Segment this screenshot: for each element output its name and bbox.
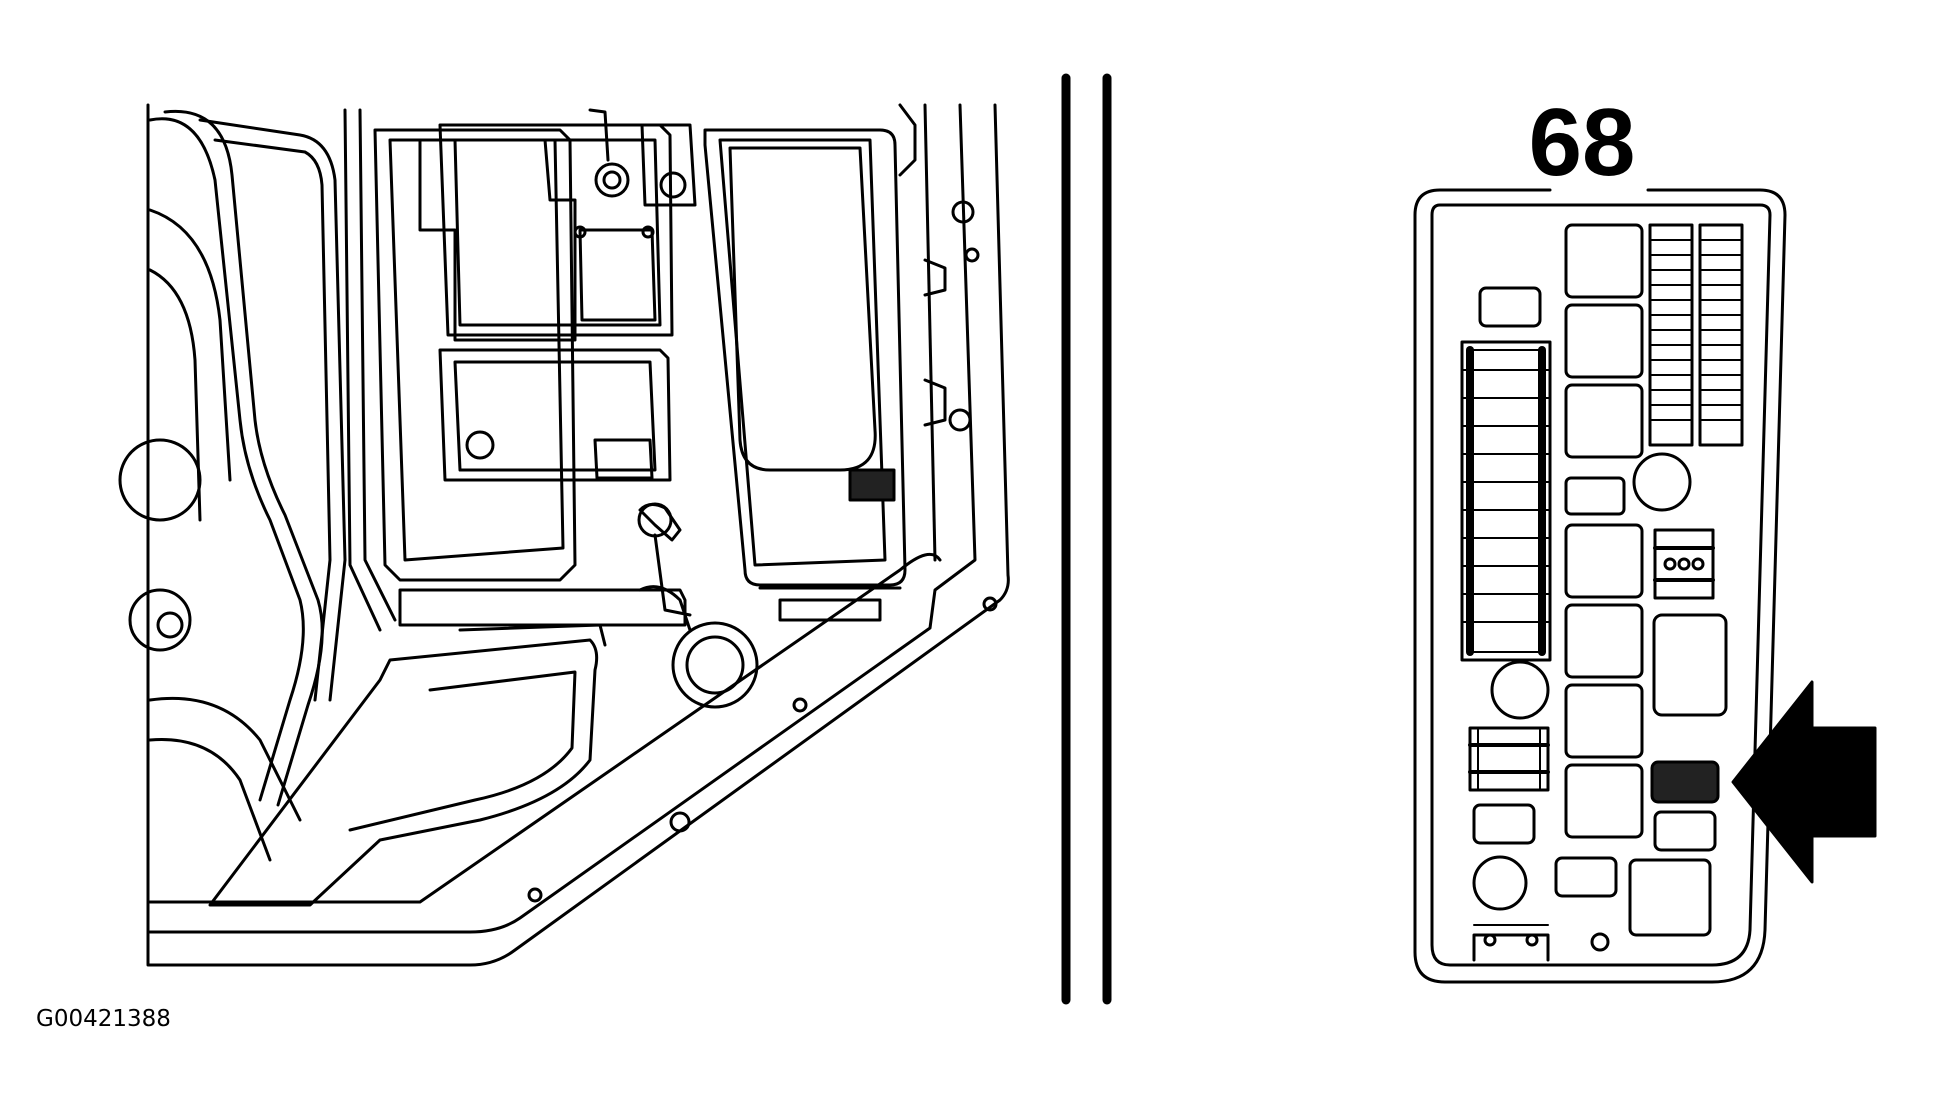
- highlighted-fuse: [1652, 762, 1718, 802]
- round-cap: [1634, 454, 1690, 510]
- arrow-left-icon: [1733, 682, 1875, 882]
- flange-hole: [950, 410, 970, 430]
- round-cap: [1474, 857, 1526, 909]
- fuse-block-layout: [1415, 190, 1785, 982]
- diode-block: [1655, 530, 1713, 598]
- air-duct: [210, 625, 605, 905]
- small-hole: [1592, 934, 1608, 950]
- relay: [1566, 765, 1642, 837]
- fuse: [1566, 478, 1624, 514]
- battery-housing: [375, 125, 685, 625]
- fuse-box: [705, 130, 905, 620]
- relay: [1630, 860, 1710, 935]
- fender-inner-edge: [150, 105, 975, 932]
- fuse: [1556, 858, 1616, 896]
- double-vertical-rule: [1066, 78, 1107, 1000]
- fuse: [1480, 288, 1540, 326]
- top-connectors: [590, 105, 945, 425]
- frame-flange: [150, 554, 940, 902]
- fuse-strip-left: [1462, 342, 1550, 660]
- panel-line: [360, 110, 395, 620]
- fender-frame: [148, 105, 1008, 965]
- fuse: [1474, 805, 1534, 843]
- figure-id: G00421388: [36, 1006, 171, 1032]
- fuse-strip-right: [1650, 225, 1742, 445]
- wiring-harness: [120, 111, 345, 860]
- bottom-bracket: [1474, 925, 1548, 960]
- flange-hole: [794, 699, 806, 711]
- relay: [1566, 685, 1642, 757]
- fuse-block-inner-outline: [1432, 205, 1770, 965]
- reservoir: [639, 504, 757, 707]
- relay: [1654, 615, 1726, 715]
- relay: [1566, 305, 1642, 377]
- round-cap: [1492, 662, 1548, 718]
- flange-hole: [966, 249, 978, 261]
- flange-hole: [529, 889, 541, 901]
- fuse: [1655, 812, 1715, 850]
- relay: [1566, 525, 1642, 597]
- engine-bay-illustration: [120, 105, 1008, 965]
- callout-number: 68: [1528, 89, 1636, 196]
- fuse-box-location-mark: [850, 470, 894, 500]
- relay: [1566, 605, 1642, 677]
- flange-hole: [984, 598, 996, 610]
- flange-hole: [953, 202, 973, 222]
- panel-line: [345, 110, 380, 630]
- relay: [1566, 225, 1642, 297]
- panel-line: [925, 105, 935, 560]
- relay: [1566, 385, 1642, 457]
- flange-hole: [671, 813, 689, 831]
- fuse-block-outline: [1415, 190, 1785, 982]
- lower-connector: [1470, 728, 1548, 790]
